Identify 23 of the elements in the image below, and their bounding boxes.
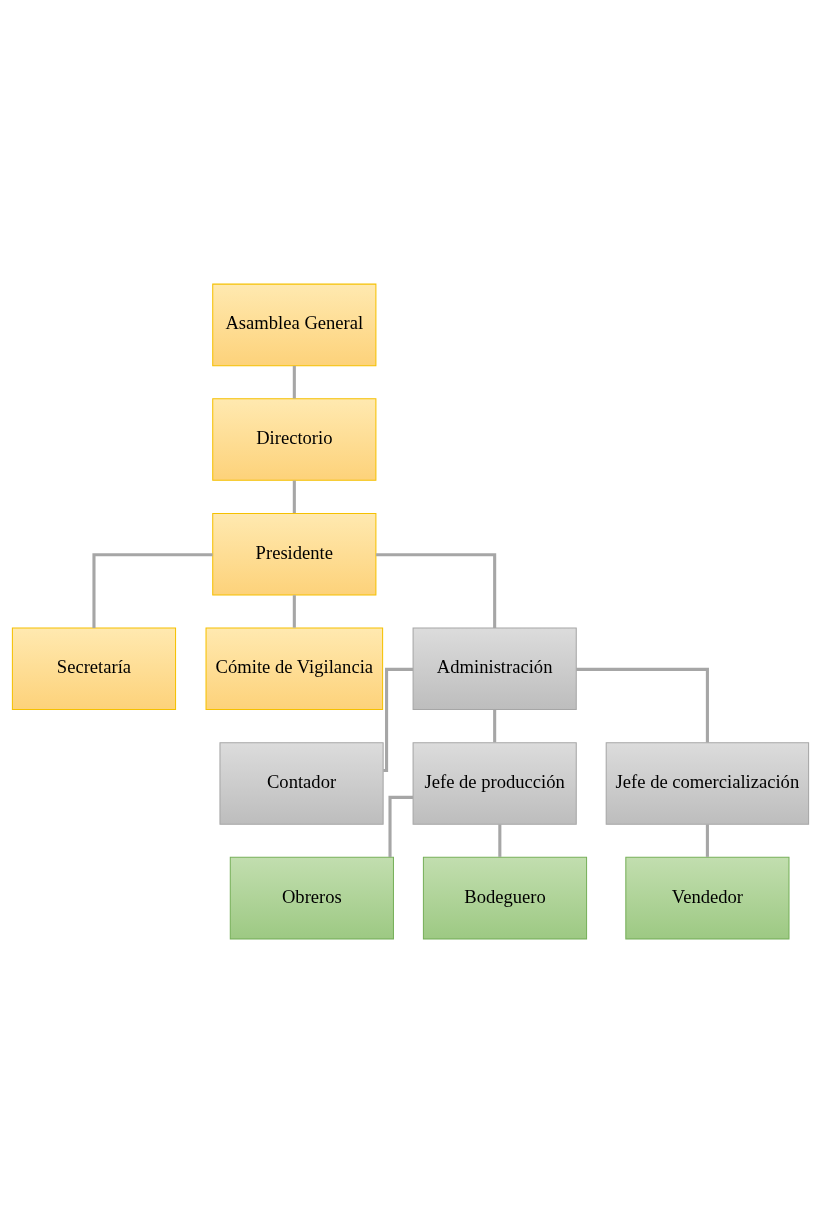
- node-box: Administración: [412, 627, 577, 711]
- node-box: Vendedor: [625, 856, 790, 940]
- connector: [92, 553, 213, 628]
- connector: [292, 366, 296, 399]
- connector: [376, 553, 497, 628]
- node-box: Directorio: [212, 398, 377, 481]
- connector: [576, 667, 709, 743]
- connector: [292, 480, 296, 513]
- node-box: Jefe de comercialización: [605, 742, 810, 825]
- connector: [498, 824, 502, 857]
- node-box: Contador: [219, 742, 384, 825]
- connector: [383, 667, 413, 773]
- node-box: Presidente: [212, 512, 377, 596]
- connector: [493, 709, 497, 743]
- node-box: Obreros: [229, 856, 394, 940]
- connector: [292, 595, 296, 628]
- connector: [705, 824, 709, 857]
- connector: [388, 795, 413, 858]
- node-box: Cómite de Vigilancia: [205, 627, 384, 711]
- node-box: Jefe de producción: [412, 742, 577, 825]
- node-box: Secretaría: [11, 627, 177, 711]
- node-box: Asamblea General: [212, 283, 377, 367]
- node-box: Bodeguero: [422, 856, 588, 940]
